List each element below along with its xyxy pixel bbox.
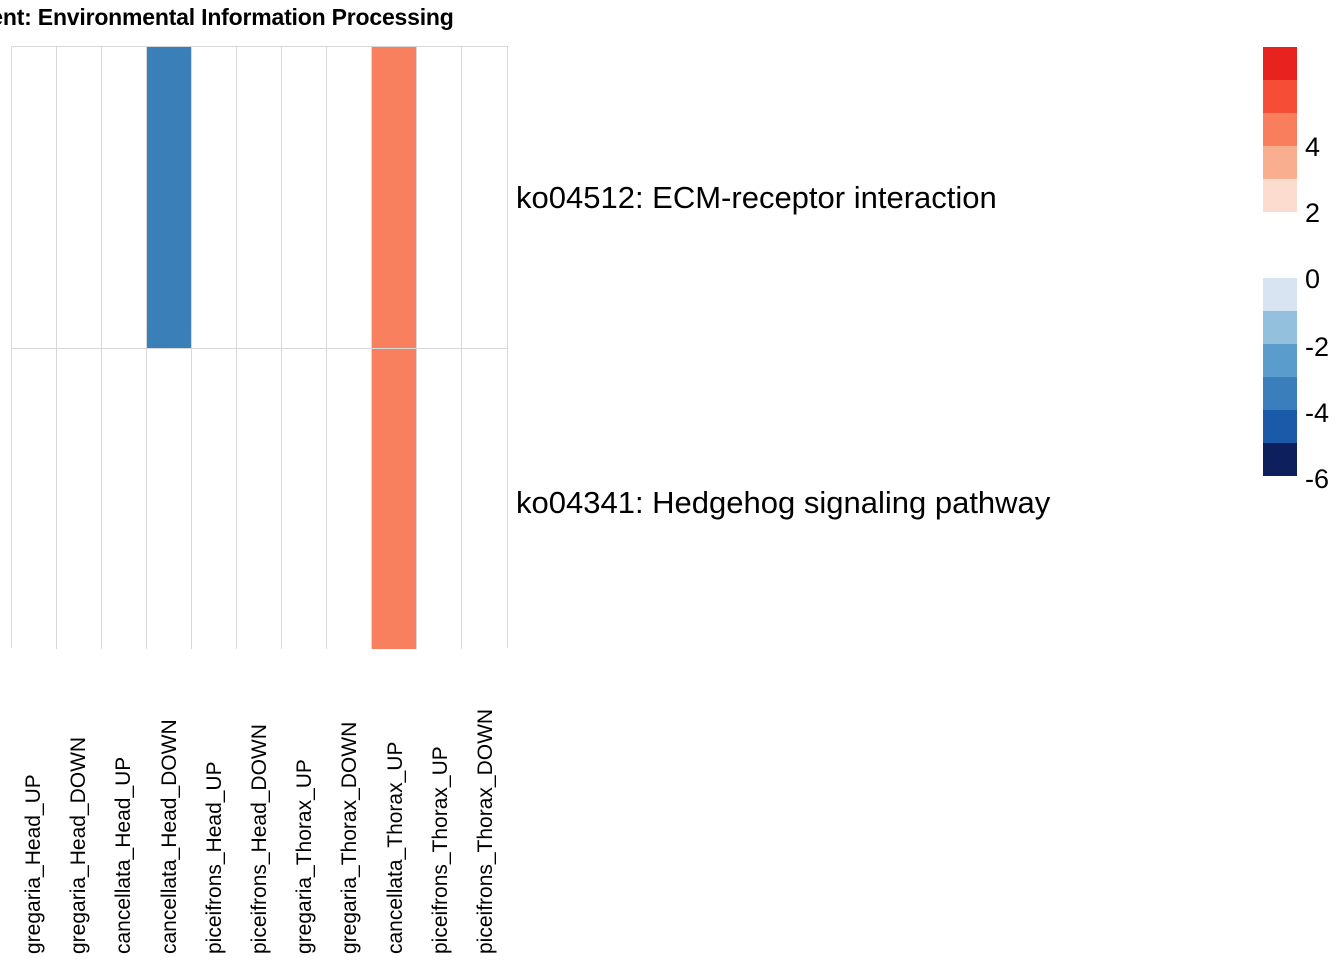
heatmap-cell bbox=[417, 47, 462, 349]
legend-swatch bbox=[1263, 80, 1297, 113]
color-legend-bar bbox=[1263, 47, 1297, 476]
heatmap-cell bbox=[57, 349, 102, 649]
x-axis-label: gregaria_Head_UP bbox=[22, 774, 46, 954]
color-legend: 4 2 0 -2 -4 -6 bbox=[1263, 47, 1344, 493]
legend-swatch bbox=[1263, 311, 1297, 344]
heatmap-cell-fill bbox=[282, 47, 326, 348]
heatmap-cell bbox=[102, 47, 147, 349]
legend-tick-label: 2 bbox=[1305, 198, 1321, 228]
heatmap-cell bbox=[462, 47, 507, 349]
x-axis-label: piceifrons_Head_DOWN bbox=[247, 724, 271, 954]
heatmap-cell-fill bbox=[57, 47, 101, 348]
heatmap-cell-fill bbox=[372, 349, 416, 649]
heatmap-cell-fill bbox=[237, 349, 281, 649]
heatmap-cell bbox=[462, 349, 507, 649]
x-axis-label: gregaria_Thorax_DOWN bbox=[338, 721, 362, 954]
legend-tick-label: 0 bbox=[1305, 264, 1321, 294]
row-label: ko04341: Hedgehog signaling pathway bbox=[516, 485, 1051, 520]
heatmap-cell bbox=[282, 349, 327, 649]
legend-swatch bbox=[1263, 443, 1297, 476]
heatmap-cell-fill bbox=[417, 349, 461, 649]
legend-swatch bbox=[1263, 113, 1297, 146]
legend-tick-label: -4 bbox=[1305, 398, 1330, 428]
heatmap-cell bbox=[102, 349, 147, 649]
page-title: ment: Environmental Information Processi… bbox=[0, 4, 454, 30]
heatmap-cell bbox=[372, 47, 417, 349]
heatmap-cell-fill bbox=[462, 47, 507, 348]
heatmap-cell-fill bbox=[192, 349, 236, 649]
color-legend-ticks: 4 2 0 -2 -4 -6 bbox=[1305, 47, 1344, 493]
heatmap-cell-fill bbox=[237, 47, 281, 348]
heatmap-cell bbox=[372, 349, 417, 649]
legend-swatch bbox=[1263, 410, 1297, 443]
heatmap-cell-fill bbox=[327, 47, 371, 348]
heatmap-cell bbox=[57, 47, 102, 349]
heatmap-cell-fill bbox=[147, 47, 191, 348]
heatmap-cell-fill bbox=[372, 47, 416, 348]
heatmap-cell bbox=[192, 47, 237, 349]
legend-tick-label: -6 bbox=[1305, 464, 1330, 494]
heatmap-cell bbox=[237, 349, 282, 649]
legend-swatch bbox=[1263, 146, 1297, 179]
heatmap-cell-fill bbox=[12, 47, 56, 348]
heatmap-cell-fill bbox=[327, 349, 371, 649]
legend-swatch bbox=[1263, 344, 1297, 377]
legend-swatch bbox=[1263, 212, 1297, 278]
x-axis-label: piceifrons_Thorax_UP bbox=[428, 746, 452, 954]
x-axis-label: cancellata_Head_UP bbox=[112, 756, 136, 954]
legend-tick-label: -2 bbox=[1305, 332, 1330, 362]
legend-swatch bbox=[1263, 47, 1297, 80]
x-axis-label: cancellata_Head_DOWN bbox=[157, 719, 181, 954]
heatmap-cell-fill bbox=[417, 47, 461, 348]
heatmap-grid bbox=[11, 46, 508, 649]
heatmap-cell-fill bbox=[282, 349, 326, 649]
heatmap-cell bbox=[12, 47, 57, 349]
x-axis-label: piceifrons_Head_UP bbox=[202, 761, 226, 954]
legend-swatch bbox=[1263, 377, 1297, 410]
heatmap-cell bbox=[282, 47, 327, 349]
x-axis-label: piceifrons_Thorax_DOWN bbox=[473, 708, 497, 954]
heatmap-cell-fill bbox=[12, 349, 56, 649]
heatmap-cell bbox=[417, 349, 462, 649]
x-axis-label: cancellata_Thorax_UP bbox=[383, 741, 407, 954]
heatmap-cell bbox=[192, 349, 237, 649]
x-axis-labels: gregaria_Head_UP gregaria_Head_DOWN cancel… bbox=[11, 650, 508, 956]
heatmap-cell bbox=[147, 349, 192, 649]
heatmap-cell-fill bbox=[462, 349, 507, 649]
row-label: ko04512: ECM-receptor interaction bbox=[516, 180, 997, 215]
heatmap-cell bbox=[147, 47, 192, 349]
legend-tick-label: 4 bbox=[1305, 132, 1321, 162]
heatmap-cell bbox=[327, 349, 372, 649]
legend-swatch bbox=[1263, 179, 1297, 212]
heatmap-cell bbox=[327, 47, 372, 349]
heatmap-cell-fill bbox=[147, 349, 191, 649]
heatmap-cell-fill bbox=[192, 47, 236, 348]
heatmap-cell-fill bbox=[102, 47, 146, 348]
heatmap-cell bbox=[237, 47, 282, 349]
x-axis-label: gregaria_Head_DOWN bbox=[67, 736, 91, 954]
heatmap-cell-fill bbox=[102, 349, 146, 649]
legend-swatch bbox=[1263, 278, 1297, 311]
heatmap-cell-fill bbox=[57, 349, 101, 649]
x-axis-label: gregaria_Thorax_UP bbox=[293, 759, 317, 954]
heatmap-cell bbox=[12, 349, 57, 649]
